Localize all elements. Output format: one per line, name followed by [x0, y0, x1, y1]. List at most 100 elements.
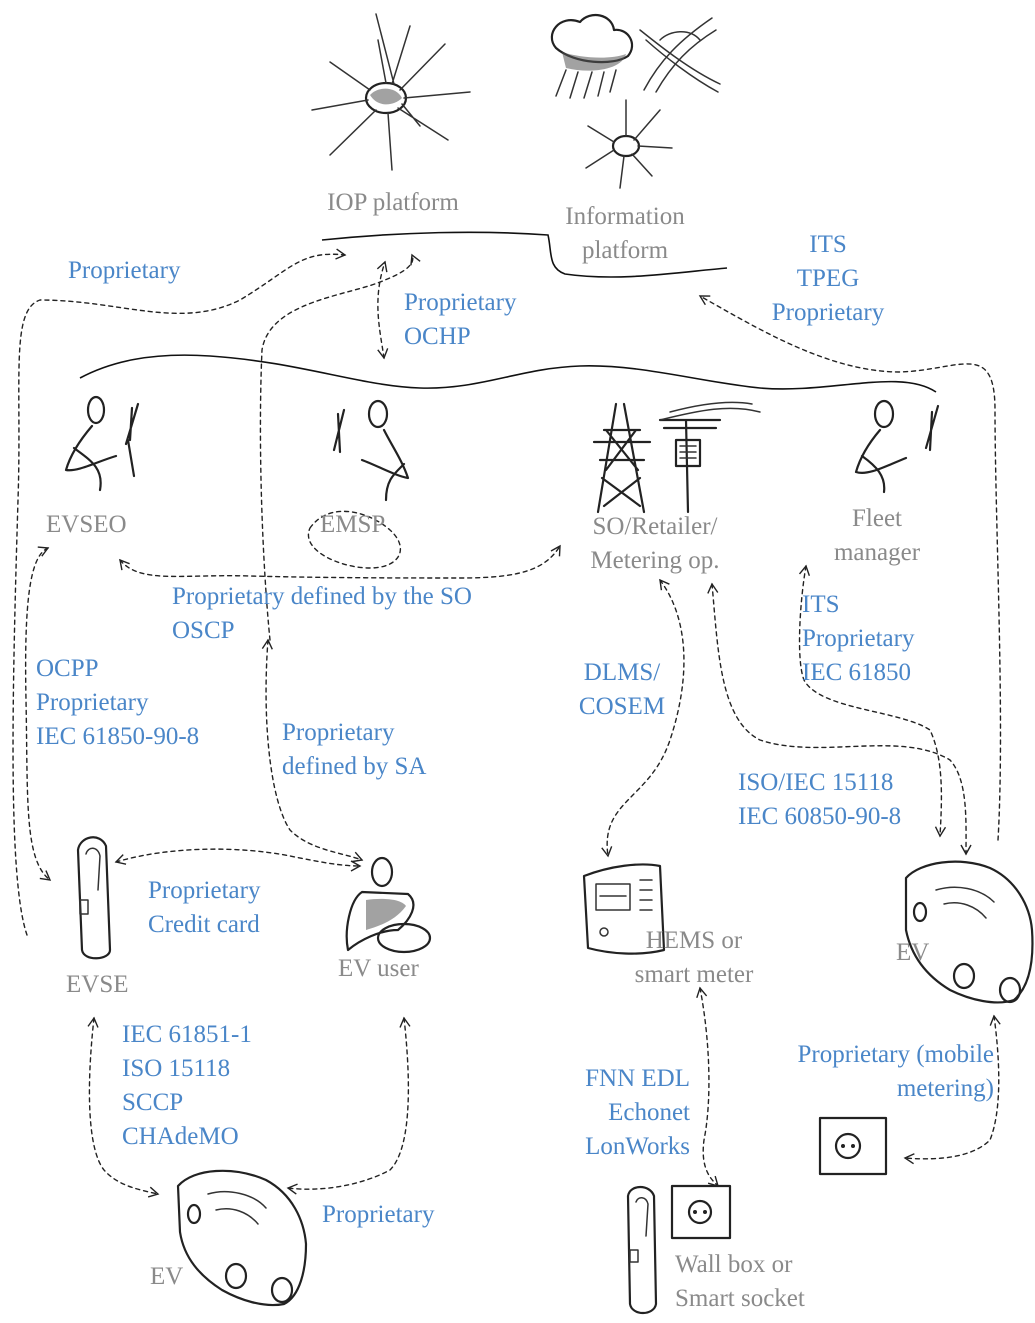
emsp-loop — [307, 510, 402, 569]
emsp-label: EMSP — [320, 511, 386, 538]
power-pylon-icon — [592, 402, 652, 514]
protocol-line: defined by SA — [282, 753, 427, 780]
hems-line: smart meter — [634, 961, 754, 988]
meter-display-icon — [582, 863, 666, 955]
fleet-manager-label: Fleet manager — [822, 502, 932, 570]
protocol-line: Proprietary — [36, 689, 149, 716]
protocol-line: Proprietary — [148, 877, 261, 904]
protocol-line: LonWorks — [585, 1133, 690, 1160]
protocol-line: OCHP — [404, 323, 471, 350]
car-icon — [176, 1169, 308, 1307]
connection-user-ev — [286, 1016, 411, 1195]
protocol-line: CHAdeMO — [122, 1123, 239, 1150]
protocol-so-ev: ISO/IEC 15118 IEC 60850-90-8 — [738, 766, 901, 834]
protocol-line: IEC 61851-1 — [122, 1021, 252, 1048]
protocol-line: Proprietary — [404, 289, 517, 316]
wallbox-line: Wall box or — [675, 1251, 793, 1278]
connection-fleet-info — [698, 295, 1002, 841]
protocol-so-hems: DLMS/ COSEM — [560, 656, 684, 724]
wallbox-label: Wall box or Smart socket — [675, 1248, 805, 1316]
so-retailer-line: SO/Retailer/ — [592, 513, 718, 540]
information-platform-line: platform — [581, 237, 669, 264]
network-hub-icon — [311, 13, 471, 171]
evseo-label: EVSEO — [46, 511, 127, 538]
protocol-line: metering) — [896, 1075, 994, 1102]
protocol-socket-ev: Proprietary (mobile metering) — [760, 1038, 994, 1106]
person-at-desk-icon — [64, 395, 140, 492]
connection-emsp-iop — [376, 260, 389, 360]
so-retailer-line: Metering op. — [590, 547, 720, 574]
hems-line: HEMS or — [645, 927, 743, 954]
cloud-rain-icon — [550, 13, 634, 99]
so-retailer-label: SO/Retailer/ Metering op. — [570, 510, 740, 578]
protocol-evseo-so: Proprietary defined by the SO OSCP — [172, 580, 472, 648]
connection-user-iop — [259, 253, 421, 641]
ev-bottom-label: EV — [150, 1263, 184, 1290]
protocol-line: OCPP — [36, 655, 99, 682]
protocol-user-ev: Proprietary — [322, 1201, 435, 1228]
protocol-line: ITS — [809, 231, 847, 258]
network-hub-icon — [585, 99, 673, 189]
ev-user-label: EV user — [338, 955, 419, 982]
information-platform-line: Information — [565, 203, 685, 230]
protocol-hems-wallbox: FNN EDL Echonet LonWorks — [548, 1062, 690, 1164]
charging-station-icon — [626, 1185, 658, 1315]
iop-platform-label: IOP platform — [327, 189, 459, 216]
power-socket-icon — [818, 1116, 888, 1176]
transformer-pole-icon — [658, 401, 761, 514]
protocol-emsp-iop: Proprietary OCHP — [404, 286, 516, 354]
road-junction-icon — [639, 17, 721, 93]
ev-right-label: EV — [896, 939, 930, 966]
person-at-desk-icon — [854, 399, 940, 494]
power-socket-icon — [670, 1184, 732, 1240]
evse-label: EVSE — [66, 971, 129, 998]
protocol-evse-ev: IEC 61851-1 ISO 15118 SCCP CHAdeMO — [122, 1018, 252, 1154]
charging-station-icon — [76, 836, 112, 960]
connection-hems-wallbox — [696, 986, 720, 1188]
protocol-line: Proprietary — [282, 719, 395, 746]
protocol-line: ISO/IEC 15118 — [738, 769, 894, 796]
protocol-emsp-user: Proprietary defined by SA — [282, 716, 426, 784]
protocol-line: Proprietary — [802, 625, 915, 652]
connection-emsp-user — [261, 638, 364, 863]
protocol-evse-user: Proprietary Credit card — [148, 874, 260, 942]
protocol-line: Echonet — [608, 1099, 690, 1126]
connection-evse-user — [114, 848, 362, 872]
fleet-manager-line: Fleet — [852, 505, 902, 532]
fleet-manager-line: manager — [833, 539, 921, 566]
protocol-line: IEC 61850-90-8 — [36, 723, 200, 750]
protocol-evseo-iop: Proprietary — [68, 257, 181, 284]
wallbox-line: Smart socket — [675, 1285, 805, 1312]
protocol-line: Proprietary defined by the SO — [172, 583, 472, 610]
hems-label: HEMS or smart meter — [604, 924, 784, 992]
information-platform-label: Information platform — [540, 200, 710, 268]
protocol-line: Credit card — [148, 911, 260, 938]
protocol-fleet-ev: ITS Proprietary IEC 61850 — [802, 588, 914, 690]
protocol-info-fleet: ITS TPEG Proprietary — [748, 228, 908, 330]
protocol-line: SCCP — [122, 1089, 184, 1116]
protocol-line: DLMS/ — [583, 659, 661, 686]
protocol-line: Proprietary (mobile — [797, 1041, 994, 1068]
connection-evseo-evse — [24, 546, 52, 881]
car-icon — [904, 860, 1034, 1004]
connection-evseo-so — [119, 544, 561, 579]
protocol-line: IEC 61850 — [802, 659, 912, 686]
actor-boundary-line — [79, 354, 937, 393]
protocol-line: ITS — [802, 591, 840, 618]
protocol-line: OSCP — [172, 617, 235, 644]
protocol-line: ISO 15118 — [122, 1055, 231, 1082]
person-with-card-icon — [345, 856, 432, 954]
protocol-line: IEC 60850-90-8 — [738, 803, 902, 830]
protocol-line: FNN EDL — [585, 1065, 690, 1092]
protocol-evseo-evse: OCPP Proprietary IEC 61850-90-8 — [36, 652, 199, 754]
connection-fleet-ev — [798, 564, 947, 838]
person-at-desk-icon — [332, 399, 410, 502]
protocol-line: TPEG — [796, 265, 860, 292]
platform-boundary-line — [321, 231, 728, 278]
protocol-line: Proprietary — [771, 299, 885, 326]
protocol-line: COSEM — [578, 693, 666, 720]
connection-socket-ev — [903, 1014, 1001, 1165]
connection-evse-ev — [87, 1016, 160, 1198]
connection-evseo-iop — [12, 248, 347, 936]
